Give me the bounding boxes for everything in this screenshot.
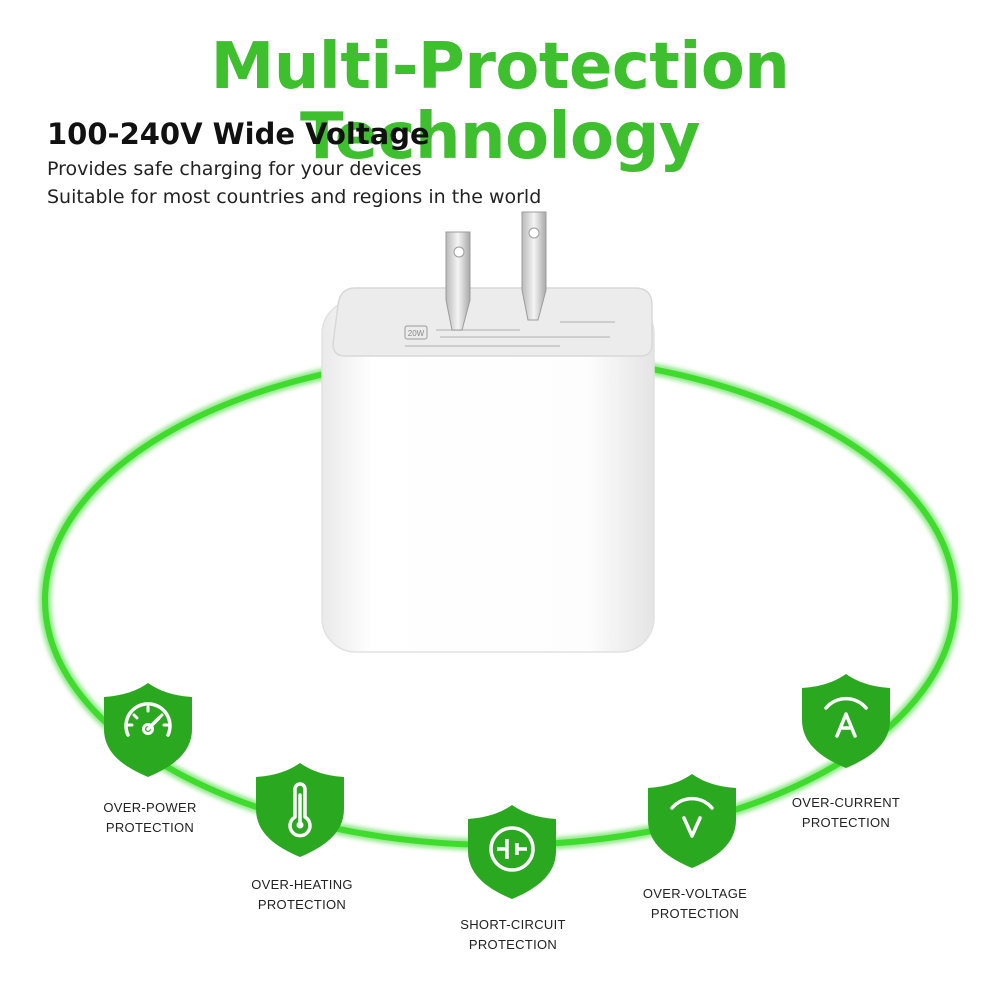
protection-label-0: OVER-POWER PROTECTION (103, 800, 197, 835)
charger-illustration: 20W (321, 211, 655, 653)
protection-badge-0 (104, 683, 192, 777)
protection-badge-4 (802, 674, 890, 768)
shield-icon (802, 674, 890, 768)
shield-icon (648, 774, 736, 868)
protection-badge-3 (648, 774, 736, 868)
shield-icon (468, 805, 556, 899)
protection-badge-1 (256, 763, 344, 857)
ampere-icon (824, 696, 868, 738)
circuit-icon (489, 826, 535, 872)
rating-plate (404, 325, 428, 340)
gauge-icon (124, 702, 172, 737)
rating-plate-label: 20W (408, 329, 425, 338)
description-line-2: Suitable for most countries and regions … (47, 186, 542, 208)
protection-label-2: SHORT-CIRCUIT PROTECTION (460, 917, 566, 952)
description-line-1: Provides safe charging for your devices (47, 158, 422, 180)
protection-label-1: OVER-HEATING PROTECTION (251, 877, 353, 912)
thermometer-icon (288, 782, 312, 838)
protection-badge-2 (468, 805, 556, 899)
regulatory-fine-print (405, 321, 615, 347)
protection-label-3: OVER-VOLTAGE PROTECTION (642, 886, 748, 921)
voltage-icon (670, 796, 714, 838)
right-prong (521, 211, 547, 321)
headline: Multi-Protection Technology (210, 30, 790, 175)
voltage-heading: 100-240V Wide Voltage (47, 117, 430, 151)
left-prong (445, 231, 471, 331)
protection-badges (104, 674, 890, 899)
protection-label-4: OVER-CURRENT PROTECTION (791, 795, 901, 830)
